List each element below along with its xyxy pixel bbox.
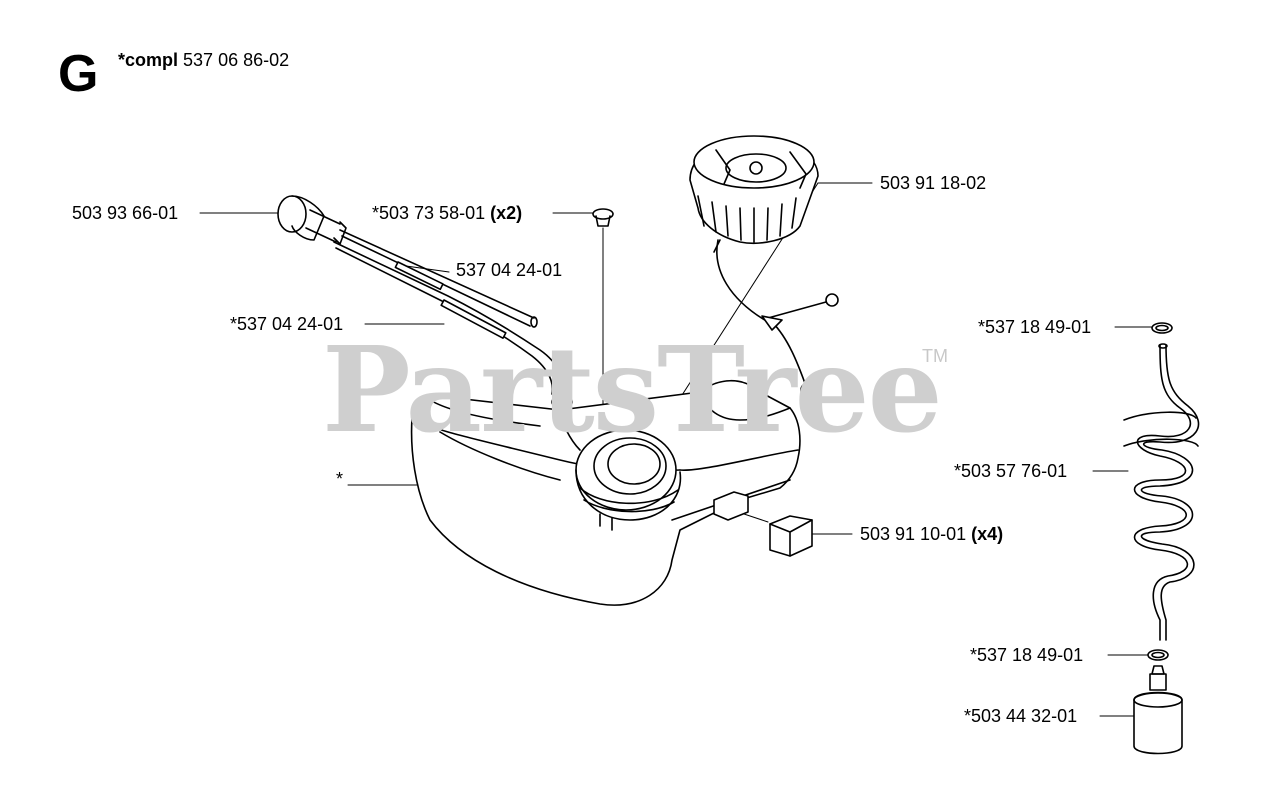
trademark-symbol: TM — [922, 346, 948, 366]
kit-number: 537 06 86-02 — [183, 50, 290, 70]
kit-number-line: *compl 537 06 86-02 — [118, 50, 289, 70]
fuel-hoses — [333, 229, 564, 395]
part-label-fuel-filter[interactable]: *503 44 32-01 — [964, 706, 1078, 726]
grommets — [551, 208, 614, 415]
part-label-fuel-cap[interactable]: 503 91 18-02 — [880, 173, 987, 193]
section-letter: G — [58, 45, 99, 103]
rubber-mount — [713, 491, 813, 557]
cap-tether — [713, 239, 839, 398]
part-label-fuel-hose-kit[interactable]: *537 04 24-01 — [230, 314, 344, 334]
filler-neck — [575, 429, 682, 531]
part-label-rubber-mount[interactable]: 503 91 10-01 (x4) — [860, 524, 1004, 544]
part-label-fuel-tank[interactable]: * — [336, 469, 344, 489]
fuel-cap — [689, 135, 819, 245]
o-rings — [1147, 322, 1173, 661]
part-label-o-ring-bottom[interactable]: *537 18 49-01 — [970, 645, 1084, 665]
kit-prefix: *compl — [118, 50, 179, 70]
part-label-fuel-hose[interactable]: 537 04 24-01 — [456, 260, 563, 280]
part-label-o-ring-top[interactable]: *537 18 49-01 — [978, 317, 1092, 337]
fuel-filter — [1133, 665, 1183, 755]
part-label-grommet[interactable]: *503 73 58-01 (x2) — [372, 203, 523, 223]
watermark: PartsTree — [322, 320, 943, 459]
part-label-primer-bulb[interactable]: 503 93 66-01 — [72, 203, 179, 223]
part-label-fuel-line[interactable]: *503 57 76-01 — [954, 461, 1068, 481]
fuel-line-spiral — [1123, 343, 1200, 641]
primer-bulb — [277, 195, 347, 245]
